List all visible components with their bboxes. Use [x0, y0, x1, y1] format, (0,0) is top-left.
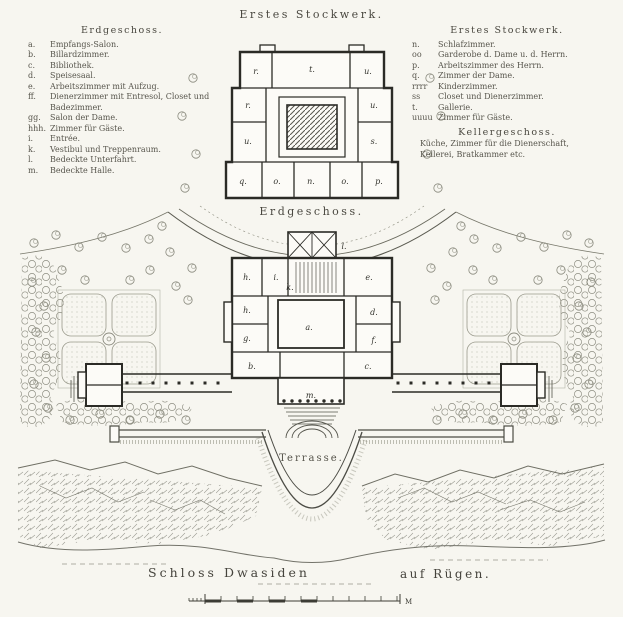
room-label: u.	[370, 101, 378, 110]
room-label: e.	[365, 273, 372, 282]
room-label: o.	[341, 177, 348, 186]
courtyard-lightwell	[286, 104, 338, 150]
caption-schloss: Schloss Dwasiden	[148, 565, 310, 580]
garden-right	[426, 230, 603, 428]
room-label: f.	[370, 336, 376, 345]
left-wing	[70, 363, 232, 407]
room-label: d.	[370, 308, 378, 317]
stair-treads	[295, 262, 337, 293]
fountain-basin	[507, 332, 521, 346]
scale-bar: M	[188, 594, 412, 606]
legend-item: d.Speisesaal.	[28, 71, 96, 80]
portico-columns	[282, 399, 342, 403]
legend-item: b.Billardzimmer.	[28, 50, 110, 59]
legend-item: hhh.Zimmer für Gäste.	[28, 123, 125, 133]
terrace-stairs	[285, 420, 339, 439]
terrace-label: Terrasse.	[279, 453, 344, 464]
room-label: i.	[273, 273, 278, 282]
portico-steps	[284, 407, 340, 425]
ground-floor-plan: l. h. i. k. e. h. d. g. a. f. b. c. m.	[70, 231, 553, 425]
legend-erdgeschoss: Erdgeschoss. a.Empfangs-Salon. b.Billard…	[28, 25, 216, 176]
legend-item: c.Bibliothek.	[28, 60, 94, 70]
room-label: a.	[305, 323, 312, 332]
room-label: r.	[253, 67, 259, 76]
legend-item: e.Arbeitszimmer mit Aufzug.	[28, 81, 160, 91]
terrace	[109, 420, 514, 522]
upper-floor-plan: r. t. u. r. u. u. s. q. o. n. o. p.	[224, 44, 400, 200]
room-label: s.	[371, 137, 378, 146]
legend-item: a.Empfangs-Salon.	[28, 39, 119, 49]
room-label: b.	[248, 362, 256, 371]
room-label: c.	[364, 362, 371, 371]
room-label: u.	[244, 137, 252, 146]
room-label: q.	[239, 177, 247, 186]
room-label: l.	[341, 242, 346, 251]
room-label: r.	[245, 101, 251, 110]
cliff-shore	[17, 459, 606, 585]
room-label: u.	[364, 67, 372, 76]
upper-plan-title: Erstes Stockwerk.	[239, 8, 384, 21]
legend-item: q.Zimmer der Dame.	[412, 71, 515, 80]
legend-item: t.Gallerie.	[412, 102, 473, 112]
legend-item: p.Arbeitszimmer des Herrn.	[412, 60, 544, 70]
room-label: g.	[243, 334, 251, 343]
legend-item: gg.Salon der Dame.	[28, 113, 118, 122]
basement-note: Küche, Zimmer für die Dienerschaft, Kell…	[420, 139, 569, 159]
legend-item: m.Bedeckte Halle.	[28, 165, 115, 175]
caption-ruegen: auf Rügen.	[400, 567, 492, 581]
room-label: n.	[307, 177, 315, 186]
legend-item: l.Bedeckte Unterfahrt.	[28, 155, 137, 164]
legend-heading: Erstes Stockwerk.	[450, 25, 564, 36]
room-label: h.	[243, 306, 251, 315]
legend-item: i.Entrée.	[28, 134, 81, 143]
fountain-basin	[102, 332, 116, 346]
legend-item: k.Vestibul und Treppenraum.	[28, 144, 161, 154]
room-label: k.	[286, 283, 293, 292]
room-label: h.	[243, 273, 251, 282]
legend-heading-keller: Kellergeschoss.	[458, 126, 556, 138]
legend-item: n.Schlafzimmer.	[412, 39, 496, 49]
legend-heading: Erdgeschoss.	[80, 25, 164, 36]
room-label: t.	[309, 65, 315, 74]
ground-plan-title: Erdgeschoss.	[259, 205, 364, 218]
room-label: m.	[306, 391, 316, 400]
scale-unit-label: M	[405, 598, 412, 606]
room-label: o.	[273, 177, 280, 186]
room-label: p.	[375, 177, 383, 186]
right-wing	[392, 363, 553, 407]
legend-item: ff.Dienerzimmer mit Entresol, Closet und…	[28, 92, 210, 112]
